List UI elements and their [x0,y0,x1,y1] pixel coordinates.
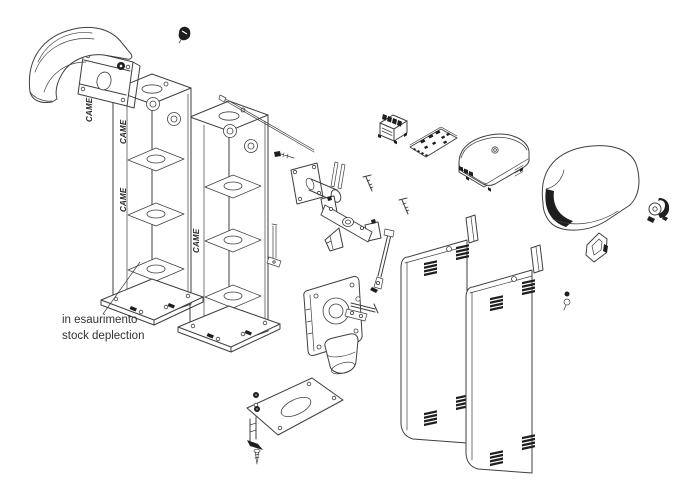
control-board [409,126,458,158]
cabinet-frame-1: CAME CAME [100,73,204,326]
came-logo-3: CAME [119,187,128,212]
door-panel-2 [465,244,544,474]
door-panel-1 [400,214,479,444]
gearmotor [303,276,379,375]
anchor-base-plate [246,377,344,465]
vent-slots [424,410,437,427]
vent-slots [456,244,469,261]
small-screw [563,291,571,311]
leader-line [102,261,141,315]
came-logo-1: CAME [85,97,94,122]
stock-note: in esaurimento stock deplection [62,261,144,342]
head-cover [28,26,133,103]
pivot-rod [218,94,315,153]
fixing-pin [274,151,295,159]
stock-note-line1: in esaurimento [62,314,137,326]
control-box [458,133,530,192]
cap-screw [178,26,191,44]
release-rod [266,223,282,268]
stock-note-line2: stock deplection [62,330,144,342]
came-logo-2: CAME [119,119,128,144]
anchor-bracket [247,416,263,450]
vent-slots [424,260,437,277]
shaft-flange [290,162,342,205]
panel-top-tab [530,244,544,274]
grub-screw-1 [362,174,374,192]
came-logo-4: CAME [192,228,201,253]
connecting-rod [370,228,395,293]
cabinet-frame-2: CAME [177,100,281,353]
anchor-screw [253,448,261,465]
pin-pair [330,161,346,190]
lock-bezel [585,232,608,263]
head-assembly: CAME [28,26,141,122]
panel-top-tab [465,214,479,244]
vent-slots [522,434,535,451]
transformer [378,114,408,145]
vent-slots [522,279,535,296]
lock-with-key [647,198,670,223]
vent-slots [490,450,503,467]
dome-cover [541,145,640,231]
vent-slots [490,295,503,312]
wedge-bracket [324,227,344,252]
balance-bracket [320,195,382,243]
grub-screw-2 [398,197,410,215]
